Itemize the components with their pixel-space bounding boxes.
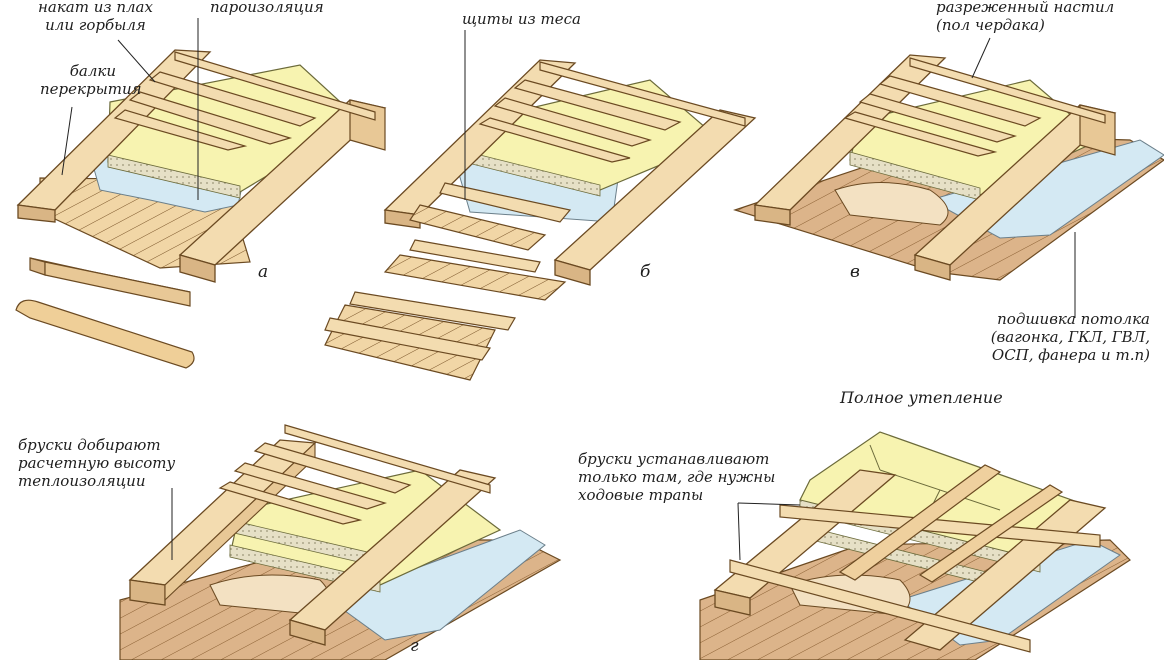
label-nakat: накат из плах или горбыля [38, 0, 153, 34]
letter-b-text: б [640, 262, 651, 282]
diagram-v [733, 54, 1164, 281]
label-nakat-text: накат из плах или горбыля [38, 0, 153, 34]
label-bruski-dobirayut: бруски добирают расчетную высоту теплоиз… [18, 436, 175, 490]
letter-g-text: г [410, 636, 419, 656]
label-bruski-ustanavlivayut: бруски устанавливают только там, где нуж… [578, 450, 775, 504]
diagram-b-installed-shield [409, 182, 572, 251]
label-podshivka: подшивка потолка (вагонка, ГКЛ, ГВЛ, ОСП… [940, 310, 1150, 364]
label-paroizolyaciya: пароизоляция [210, 0, 324, 16]
letter-g: г [410, 636, 419, 656]
letter-a: а [258, 262, 268, 282]
label-bruski-dobirayut-text: бруски добирают расчетную высоту теплоиз… [18, 436, 176, 490]
label-bruski-ustanavlivayut-text: бруски устанавливают только там, где нуж… [578, 450, 776, 504]
diagram-b [324, 59, 757, 381]
diagram-b-loose-shield-1 [383, 239, 567, 301]
full-walkway-boards [838, 464, 1064, 583]
letter-v: в [850, 262, 860, 282]
diagram-full-insulation [699, 431, 1131, 661]
label-shchity: щиты из теса [462, 10, 581, 28]
diagram-v-sparse-floor [843, 57, 1106, 157]
label-shchity-text: щиты из теса [462, 10, 581, 28]
diagram-b-loose-shield-2 [324, 291, 516, 381]
diagram-a-half-log [15, 299, 195, 369]
diagram-g-vapor-barrier [328, 529, 546, 641]
diagram-a-top-planks [113, 51, 376, 151]
label-balki: балки перекрытия [40, 62, 142, 98]
label-podshivka-text: подшивка потолка (вагонка, ГКЛ, ГВЛ, ОСП… [990, 310, 1150, 364]
letter-a-text: а [258, 262, 269, 282]
letter-v-text: в [850, 262, 860, 282]
diagram-a-felt-layer [107, 154, 241, 199]
diagram-g-top-planks [218, 424, 491, 525]
label-balki-text: балки перекрытия [40, 62, 142, 98]
diagram-b-top-planks [478, 61, 746, 163]
label-nastil: разреженный настил (пол чердака) [936, 0, 1114, 34]
label-paroizolyaciya-text: пароизоляция [210, 0, 324, 16]
title-polnoe-uteplenie: Полное утепление [840, 388, 1003, 407]
diagram-a [15, 49, 387, 369]
letter-b: б [640, 262, 650, 282]
diagram-g [119, 424, 562, 661]
title-polnoe-uteplenie-text: Полное утепление [840, 388, 1003, 407]
diagram-a-loose-board [29, 257, 191, 307]
label-nastil-text: разреженный настил (пол чердака) [936, 0, 1115, 34]
leader-lines [61, 18, 1076, 561]
